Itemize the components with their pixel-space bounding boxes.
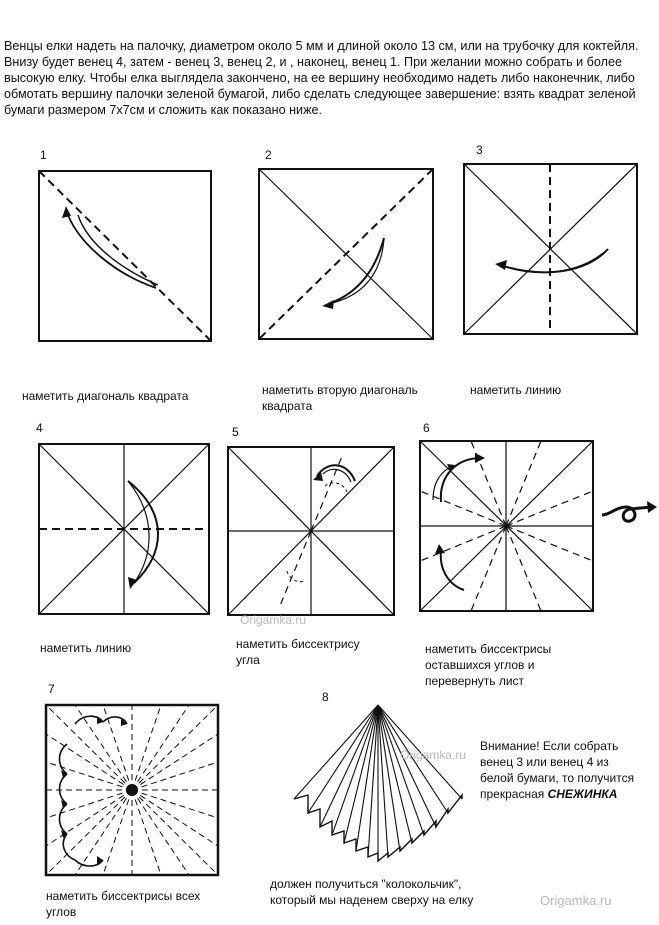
step-5-number: 5 (232, 425, 239, 439)
step-8-diagram (293, 704, 463, 863)
step-1-number: 1 (40, 148, 47, 162)
snowflake-note-emphasis: СНЕЖИНКА (547, 787, 618, 801)
step-7-caption: наметить биссектрисы всех углов (46, 889, 201, 919)
watermark: Origamka.ru (540, 893, 612, 908)
flip-over-icon (601, 501, 657, 523)
step-2-caption: наметить вторую диагональ квадрата (262, 383, 418, 413)
watermark: Origamka.ru (400, 748, 467, 762)
step-3-diagram (463, 163, 638, 335)
step-1-diagram (38, 170, 212, 342)
intro-text: Венцы елки надеть на палочку, диаметром … (4, 39, 639, 117)
step-6-number: 6 (423, 421, 430, 435)
step-5-diagram (227, 446, 395, 616)
step-6-caption: наметить биссектрисы оставшихся углов и … (425, 642, 552, 688)
step-5-caption: наметить биссектрису угла (236, 637, 360, 667)
step-4-number: 4 (36, 421, 43, 435)
snowflake-note: Внимание! Если собрать венец 3 или венец… (480, 738, 640, 802)
step-2-diagram (258, 168, 434, 340)
step-8-caption: должен получиться "колокольчик", который… (270, 877, 474, 907)
step-7-diagram (44, 703, 220, 877)
watermark: Origamka.ru (240, 613, 307, 627)
step-2-number: 2 (265, 148, 272, 162)
step-3-number: 3 (476, 143, 483, 157)
step-1-caption: наметить диагональ квадрата (22, 389, 189, 403)
step-8-number: 8 (322, 690, 329, 704)
step-4-caption: наметить линию (40, 641, 132, 655)
step-4-diagram (38, 443, 210, 615)
snowflake-note-text: Внимание! Если собрать венец 3 или венец… (480, 739, 635, 801)
step-3-caption: наметить линию (470, 383, 562, 397)
step-7-number: 7 (48, 682, 55, 696)
step-6-diagram (419, 440, 594, 612)
